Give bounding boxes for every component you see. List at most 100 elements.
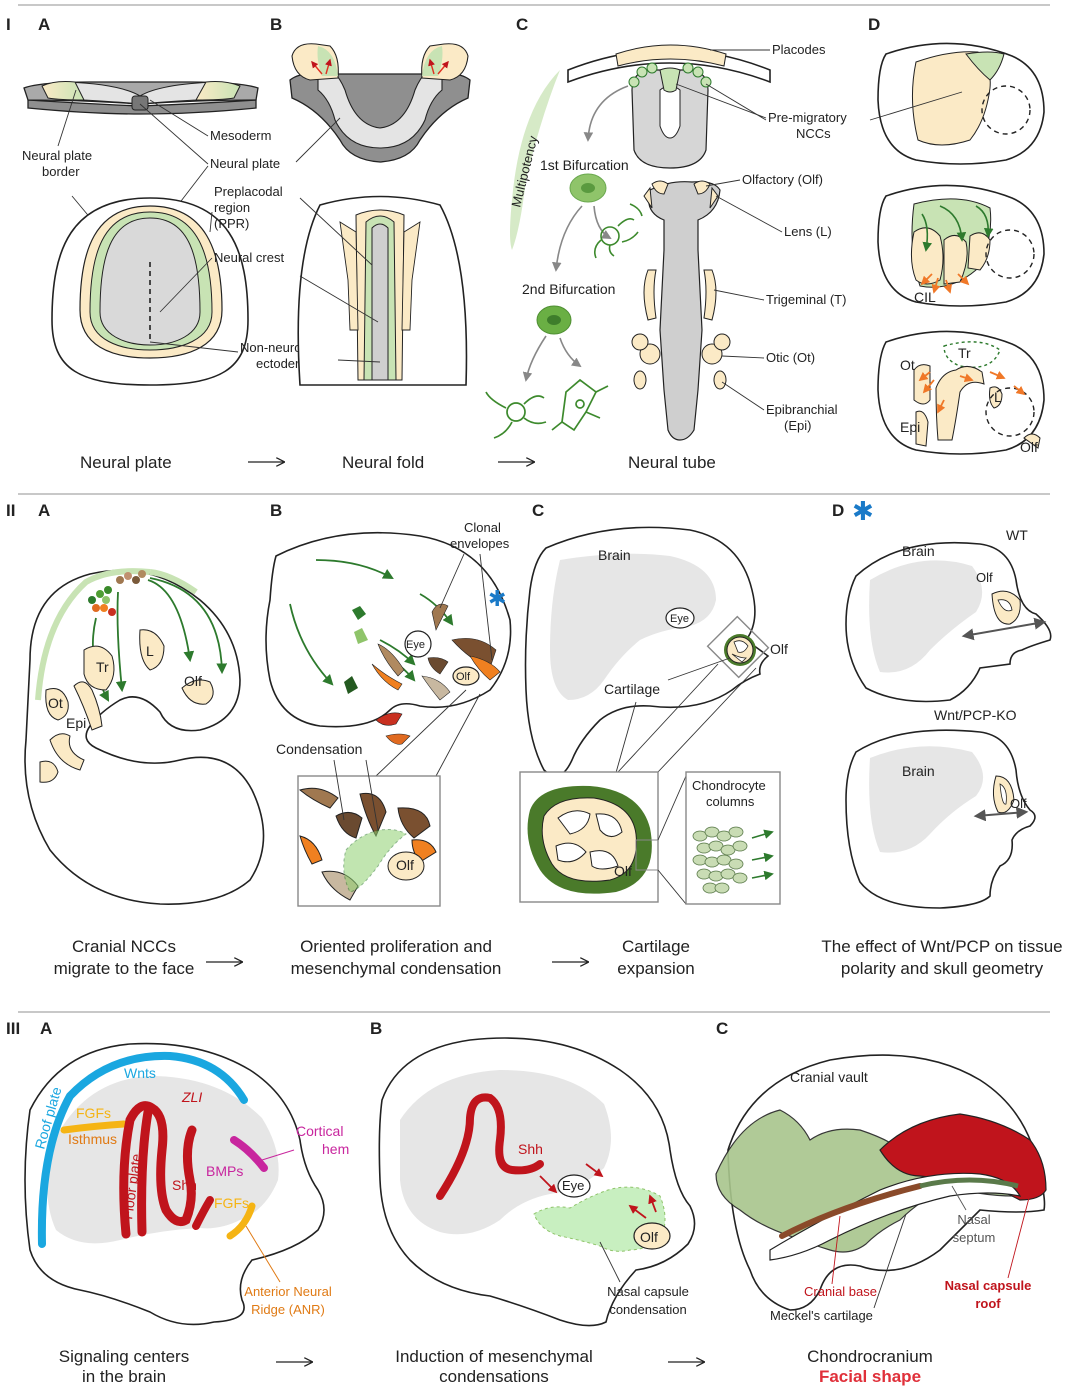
panel-IIIC-letter: C [716, 1019, 728, 1038]
label-tr-II: Tr [96, 659, 109, 675]
label-eye-IIIB: Eye [562, 1178, 584, 1193]
head-cartilage-expansion [526, 527, 769, 776]
label-zli: ZLI [181, 1089, 202, 1105]
panel-IIA-letter: A [38, 501, 50, 520]
panel-IIB-letter: B [270, 501, 282, 520]
caption-neural-tube: Neural tube [628, 453, 716, 472]
label-olf-IIIB: Olf [640, 1229, 658, 1245]
section-III-roman: III [6, 1019, 20, 1038]
label-shh-IIIA: Shh [172, 1177, 197, 1193]
label-trigeminal: Trigeminal (T) [766, 292, 846, 307]
neural-fold-top-view [298, 197, 466, 386]
head-nasal-induction [379, 1038, 694, 1326]
label-isthmus: Isthmus [68, 1131, 117, 1147]
label-l-II: L [146, 643, 154, 659]
head-clonal-envelopes [266, 533, 511, 745]
caption-neural-plate: Neural plate [80, 453, 172, 472]
label-ko: Wnt/PCP-KO [934, 707, 1017, 723]
placode-head-2 [878, 185, 1044, 306]
label-olf-II: Olf [184, 673, 202, 689]
panel-IIIA-letter: A [40, 1019, 52, 1038]
wt-head [846, 543, 1051, 702]
panel-IIIB-letter: B [370, 1019, 382, 1038]
label-eye-IIC: Eye [670, 613, 689, 625]
label-cartilage: Cartilage [604, 681, 660, 697]
label-shh-IIIB: Shh [518, 1141, 543, 1157]
label-wnts: Wnts [124, 1065, 156, 1081]
label-multipotency: Multipotency [508, 134, 540, 209]
label-brain-wt: Brain [902, 543, 935, 559]
label-second-bifurcation: 2nd Bifurcation [522, 281, 615, 297]
ko-head [846, 730, 1035, 908]
neural-fold-cross-section [290, 44, 470, 162]
label-brain-IIC: Brain [598, 547, 631, 563]
label-olfactory: Olfactory (Olf) [742, 172, 823, 187]
label-meckels-cartilage: Meckel's cartilage [770, 1308, 873, 1323]
label-olf-IIC: Olf [770, 641, 788, 657]
label-cil: CIL [914, 289, 936, 305]
label-epi-I: Epi [900, 419, 920, 435]
label-olf-IIB: Olf [456, 671, 471, 683]
label-first-bifurcation: 1st Bifurcation [540, 157, 629, 173]
caption-chondrocranium: Chondrocranium [807, 1347, 933, 1366]
label-mesoderm: Mesoderm [210, 128, 271, 143]
label-condensation: Condensation [276, 741, 362, 757]
section-II-roman: II [6, 501, 15, 520]
panel-ID-letter: D [868, 15, 880, 34]
placode-head-1 [878, 43, 1044, 164]
cartilage-inset-content [528, 786, 652, 894]
section-I-roman: I [6, 15, 11, 34]
panel-IB-letter: B [270, 15, 282, 34]
caption-facial-shape: Facial shape [819, 1367, 921, 1386]
chondrocranium [716, 1055, 1046, 1310]
label-cranial-base: Cranial base [804, 1284, 877, 1299]
label-otic: Otic (Ot) [766, 350, 815, 365]
label-neural-plate: Neural plate [210, 156, 280, 171]
label-eye-IIB: Eye [406, 639, 425, 651]
label-bmps: BMPs [206, 1163, 243, 1179]
label-placodes: Placodes [772, 42, 826, 57]
panel-IID-letter: D [832, 501, 844, 520]
label-l-I: L [994, 389, 1002, 405]
panel-IIC-letter: C [532, 501, 544, 520]
label-neural-crest: Neural crest [214, 250, 284, 265]
panel-IA-letter: A [38, 15, 50, 34]
neural-tube-dorsal-view [632, 181, 730, 440]
label-ot-I: Ot [900, 357, 915, 373]
label-fgfs-isthmus: FGFs [76, 1105, 111, 1121]
caption-neural-fold: Neural fold [342, 453, 424, 472]
label-epibranchial: Epibranchial(Epi) [766, 402, 838, 433]
label-preplacodal-region: Preplacodalregion(PPR) [214, 184, 283, 231]
neural-plate-cross-section [24, 82, 258, 115]
label-olf-inset: Olf [396, 857, 414, 873]
asterisk-icon: ✱ [852, 497, 874, 527]
label-cranial-vault: Cranial vault [790, 1069, 868, 1085]
label-wt: WT [1006, 527, 1028, 543]
label-ot-II: Ot [48, 695, 63, 711]
asterisk-icon-IIB: ✱ [488, 587, 506, 612]
ncc-lineage-tree [486, 86, 642, 438]
embryo-ncc-migration [25, 570, 264, 904]
label-lens: Lens (L) [784, 224, 832, 239]
label-epi-II: Epi [66, 715, 86, 731]
label-olf-wt: Olf [976, 570, 993, 585]
label-tr-I: Tr [958, 345, 971, 361]
label-olf-I: Olf [1020, 439, 1038, 455]
panel-IC-letter: C [516, 15, 528, 34]
label-fgfs-anr: FGFs [214, 1195, 249, 1211]
label-brain-ko: Brain [902, 763, 935, 779]
